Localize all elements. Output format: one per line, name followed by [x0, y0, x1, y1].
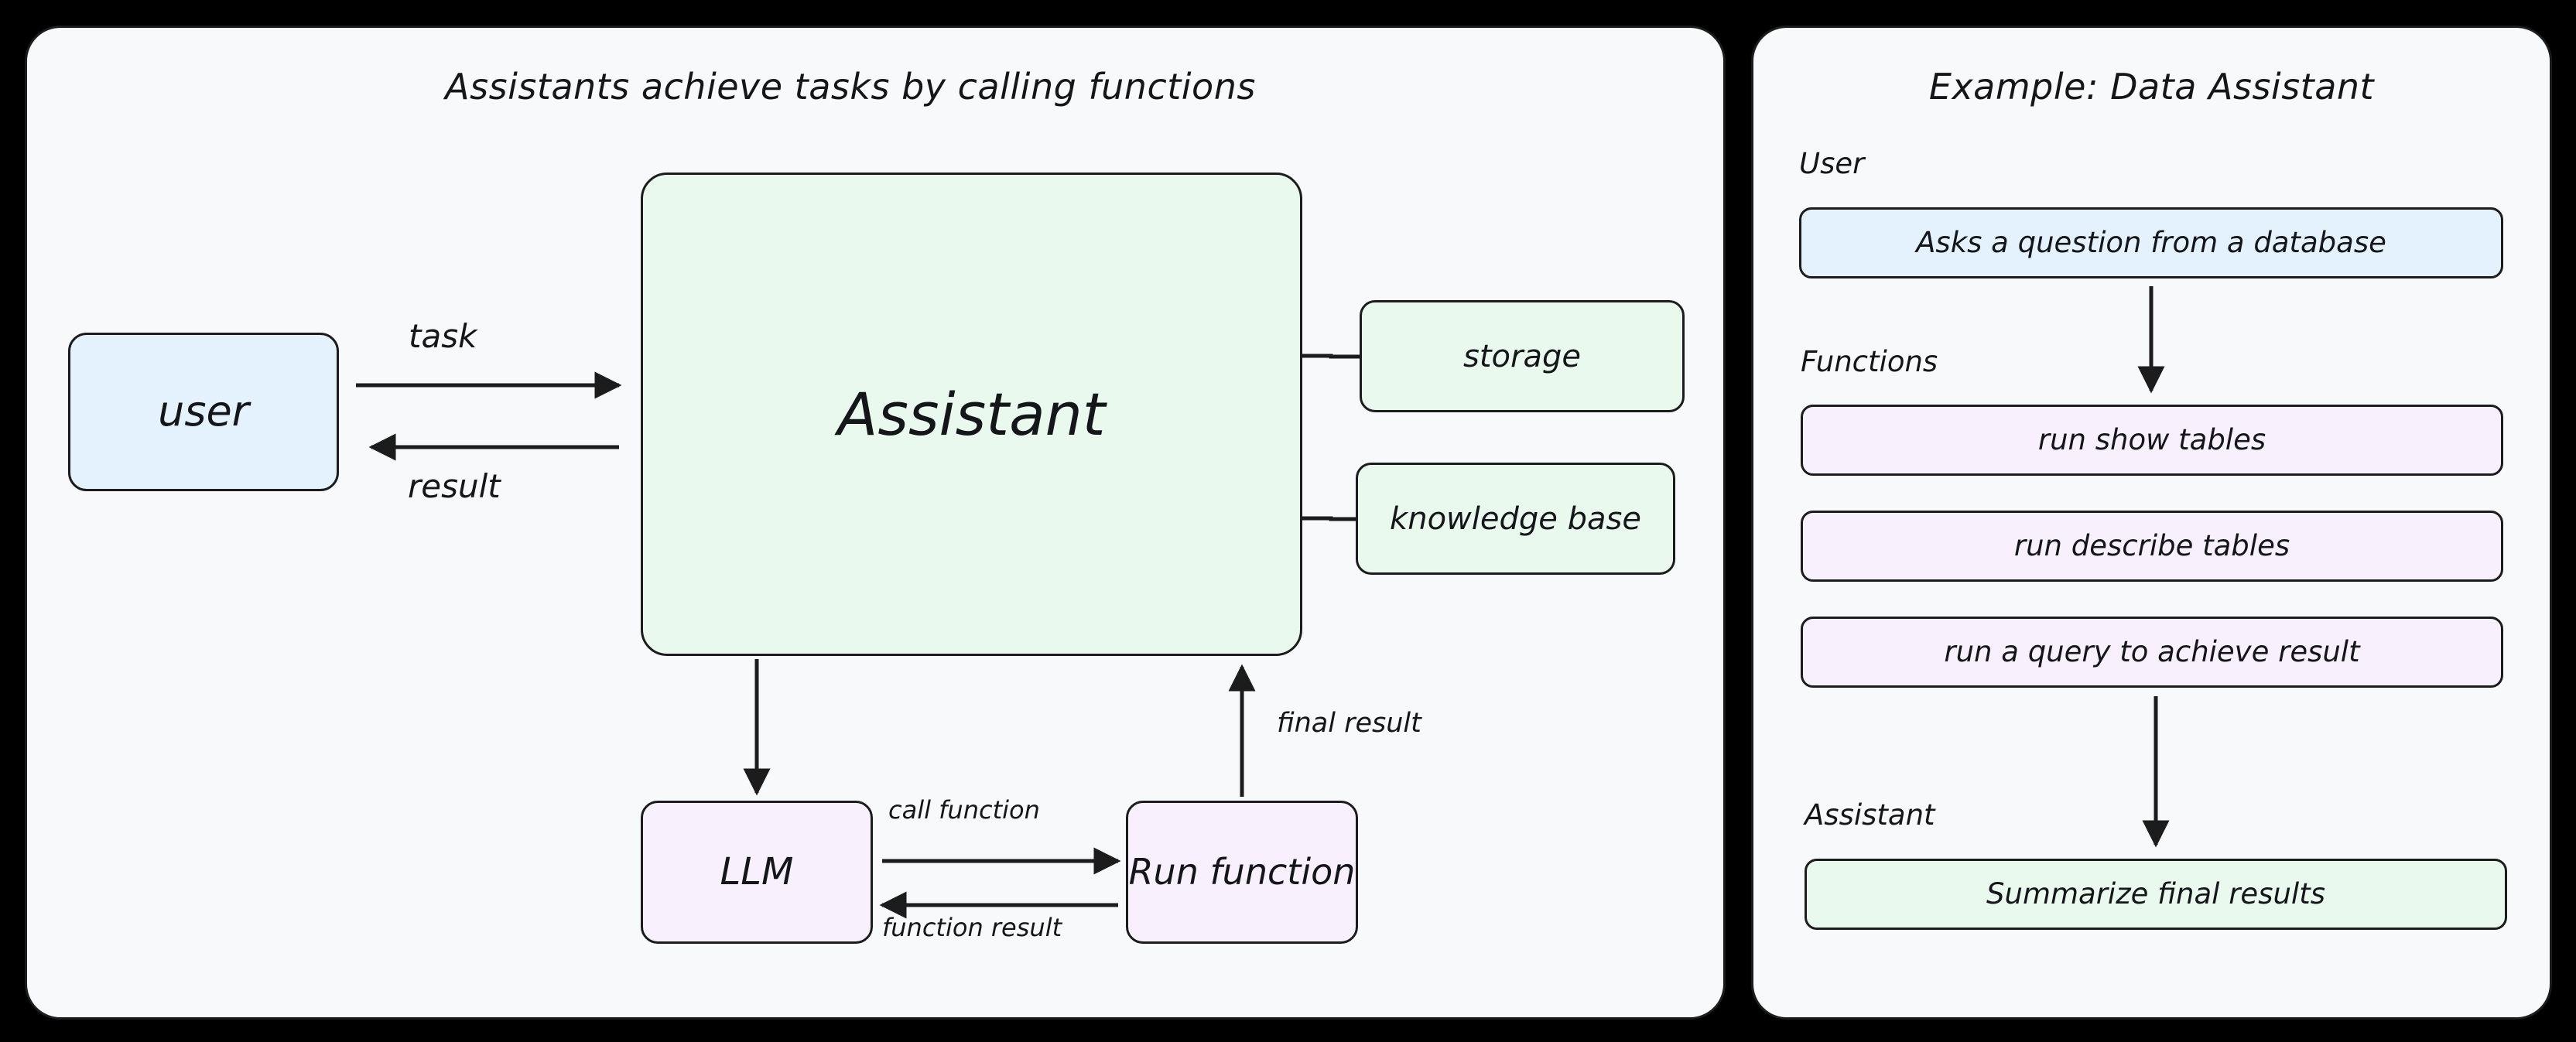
- node-summarize-final-results[interactable]: Summarize final results: [1805, 859, 2507, 930]
- node-function-run-query[interactable]: run a query to achieve result: [1801, 617, 2503, 688]
- group-label-assistant: Assistant: [1805, 798, 1935, 832]
- node-assistant[interactable]: Assistant: [641, 173, 1302, 656]
- right-panel-title: Example: Data Assistant: [1928, 66, 2375, 108]
- node-function-run-describe-tables[interactable]: run describe tables: [1801, 511, 2503, 582]
- node-llm[interactable]: LLM: [641, 801, 873, 944]
- edge-label-function-result: function result: [882, 913, 1062, 942]
- node-storage[interactable]: storage: [1360, 300, 1685, 412]
- group-label-functions: Functions: [1801, 345, 1938, 378]
- group-label-user: User: [1799, 147, 1865, 180]
- left-panel-title: Assistants achieve tasks by calling func…: [445, 66, 1256, 108]
- edge-label-task: task: [409, 317, 477, 355]
- node-run-function[interactable]: Run function: [1126, 801, 1358, 944]
- node-function-run-show-tables[interactable]: run show tables: [1801, 405, 2503, 476]
- node-user[interactable]: user: [68, 333, 339, 491]
- edge-label-call-function: call function: [888, 795, 1040, 825]
- node-user-question[interactable]: Asks a question from a database: [1799, 207, 2503, 278]
- edge-label-final-result: final result: [1277, 708, 1421, 739]
- node-knowledge-base[interactable]: knowledge base: [1356, 463, 1675, 575]
- edge-label-result: result: [408, 467, 501, 505]
